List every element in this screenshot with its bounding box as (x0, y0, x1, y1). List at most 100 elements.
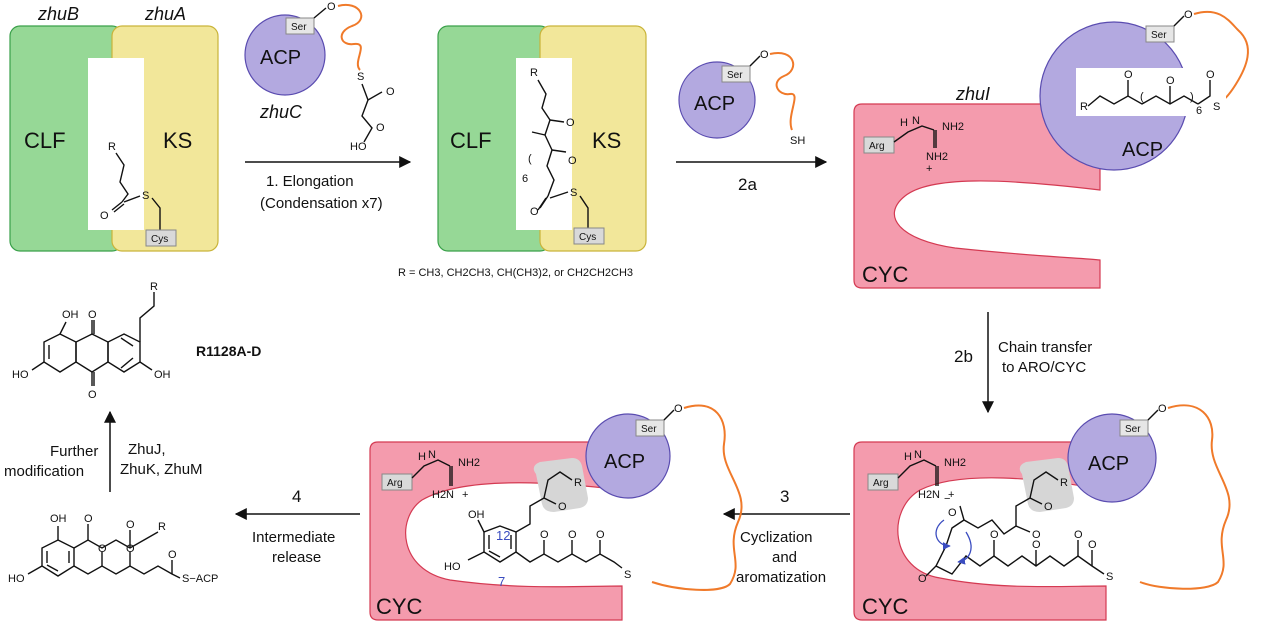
cyc-label-3: CYC (376, 594, 423, 619)
thioester-carbonyl (537, 195, 549, 211)
starter-chain (115, 152, 129, 203)
step-3: 3 Cyclization and aromatization (722, 487, 850, 586)
ser-tag-3 (1145, 25, 1175, 43)
guan-h-3: H (418, 451, 426, 463)
oxygen: O (100, 210, 109, 222)
step-further-modification: Further modification ZhuJ, ZhuK, ZhuM (4, 410, 203, 492)
prod-ho-bond (31, 361, 45, 371)
keto-5a (543, 497, 557, 505)
chain-5 (515, 551, 623, 569)
arg-label-3: Arg (387, 478, 403, 489)
cyclization-arrow-1 (935, 519, 951, 550)
guan-n-3: N (428, 449, 436, 461)
inter-s-acp: S−ACP (182, 573, 218, 585)
keto-4b (925, 540, 1079, 577)
quinone-o-bottom: O (88, 389, 97, 401)
gene-label-zhui: zhuI (955, 84, 990, 104)
modification-text-1: Further (50, 443, 98, 460)
gene-label-zhuc: zhuC (259, 102, 303, 122)
ring-oh: OH (468, 509, 485, 521)
guan-h: H (900, 117, 908, 129)
cys-link (151, 197, 161, 230)
r-group-4: R (1060, 477, 1068, 489)
ks-label: KS (163, 128, 192, 153)
cyclase-cyclization: CYC Arg H N NH2 H2N + Ser ACP O R O O O … (853, 403, 1231, 621)
repeat-paren-r-3: ) (1190, 91, 1194, 103)
inter-o-5: O (168, 549, 177, 561)
r-group: R (108, 141, 116, 153)
acp-label-5: ACP (604, 451, 645, 473)
step-3-text-1: Cyclization (740, 529, 813, 546)
guan-n-2: N (914, 449, 922, 461)
inter-upper-chain (73, 531, 159, 549)
sulfur: S (142, 190, 149, 202)
keto-o-5c: O (568, 529, 577, 541)
thioester-s: S (570, 187, 577, 199)
pantetheine-tether (337, 3, 363, 71)
keto-o-3a: O (1124, 69, 1133, 81)
repeat-paren-l-3: ( (1140, 91, 1144, 103)
ring-ho: HO (444, 561, 461, 573)
r-group-definition: R = CH3, CH2CH3, CH(CH3)2, or CH2CH2CH3 (398, 267, 633, 279)
guan-h2n-3: H2N (432, 489, 454, 501)
quinone-o-top: O (88, 309, 97, 321)
keto-4a (959, 497, 1043, 533)
acp-pocket (1076, 68, 1226, 116)
thioester-link (549, 191, 569, 199)
pantetheine-tether-4 (1139, 404, 1231, 590)
modification-text-2: modification (4, 463, 84, 480)
thioester-s-3: S (1213, 101, 1220, 113)
ser-tag (285, 17, 315, 35)
ser-label-4: Ser (1125, 424, 1141, 435)
step-4-label: 4 (292, 487, 301, 506)
keto-o-1: O (566, 117, 575, 129)
keto-o-4c: O (990, 529, 999, 541)
step-2b: 2b Chain transfer to ARO/CYC (954, 312, 1092, 414)
enolate-o: O (948, 507, 957, 519)
step-3-text-3: aromatization (736, 569, 826, 586)
arg-tag (863, 136, 895, 154)
cyclization-arrow-2 (957, 531, 972, 565)
ring-ho-bond (467, 551, 485, 561)
repeat-count-3: 6 (1196, 105, 1202, 117)
ser-oxygen-3: O (1184, 9, 1193, 21)
arg-label: Arg (869, 141, 885, 152)
ser-o-bond-3 (1173, 15, 1185, 27)
malonyl-o2: O (376, 122, 385, 134)
step-4: 4 Intermediate release (234, 487, 360, 566)
ser-o-bond-4 (1147, 409, 1159, 421)
keto-1 (531, 119, 565, 136)
guan-h-2: H (904, 451, 912, 463)
enolate-minus: − (944, 493, 950, 505)
acp-label-3: ACP (1122, 139, 1163, 161)
arg-tag-2 (867, 473, 899, 491)
arg-tag-3 (381, 473, 413, 491)
keto-o-4e: O (1074, 529, 1083, 541)
cyc-label: CYC (862, 262, 909, 287)
guanidinium-3 (411, 459, 453, 486)
pantetheine-tether-2 (769, 51, 796, 131)
keto-o-5d: O (596, 529, 605, 541)
keto-o-4d: O (1032, 539, 1041, 551)
minimal-pks-starter: zhuB zhuA CLF KS R O S Cys (9, 4, 219, 252)
thioester-o: O (530, 206, 539, 218)
repeat-paren-left: ( (528, 153, 532, 165)
inter-upper-keto (87, 524, 131, 548)
active-site-channel-2 (516, 58, 572, 230)
keto-o-4a: O (1044, 501, 1053, 513)
ser-o-bond (313, 7, 327, 19)
guan-plus-3: + (462, 489, 468, 501)
keto-o-5a: O (558, 501, 567, 513)
intermediate-ring-inner (46, 551, 70, 572)
r-group-3: R (1080, 101, 1088, 113)
arg-label-2: Arg (873, 478, 889, 489)
holo-acp: Ser ACP O SH (678, 49, 805, 147)
acp-label-2: ACP (694, 93, 735, 115)
modification-enzymes-2: ZhuK, ZhuM (120, 461, 203, 478)
clf-label-2: CLF (450, 128, 492, 153)
thioester-o-4: O (1088, 539, 1097, 551)
keto-2 (551, 149, 567, 153)
step-2b-text-1: Chain transfer (998, 339, 1092, 356)
r-group-5: R (574, 477, 582, 489)
